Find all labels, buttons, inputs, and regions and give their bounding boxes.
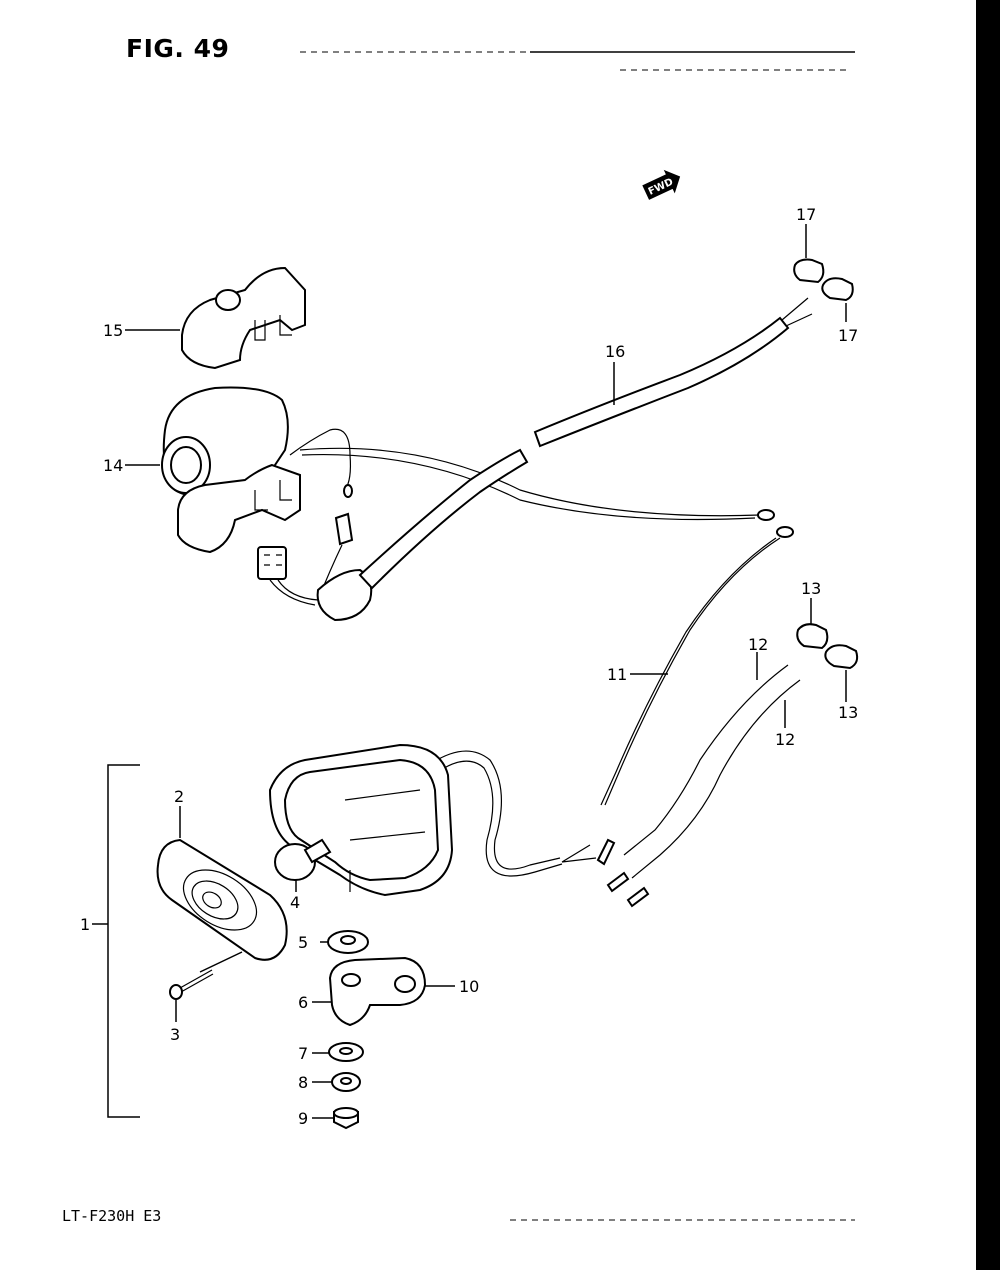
callout-8: 8: [298, 1073, 308, 1092]
switch-assembly-part: [161, 386, 775, 622]
callout-14: 14: [103, 456, 123, 475]
callout-3: 3: [170, 1025, 180, 1044]
callout-16: 16: [605, 342, 625, 361]
coupler-lower-parts: [796, 623, 859, 670]
figure-title: FIG. 49: [126, 34, 230, 63]
hardware-parts: [327, 930, 427, 1130]
ground-wire-part: [596, 526, 794, 866]
callout-17b: 17: [838, 326, 858, 345]
leader-lines: [125, 224, 847, 1119]
callout-13b: 13: [838, 703, 858, 722]
callout-15: 15: [103, 321, 123, 340]
callout-4: 4: [290, 893, 300, 912]
callout-12a: 12: [748, 635, 768, 654]
callout-11: 11: [607, 665, 627, 684]
callout-17a: 17: [796, 205, 816, 224]
screw-part: [169, 969, 214, 1000]
callout-9: 9: [298, 1109, 308, 1128]
callout-labels: 1 2 3 4 5 6 7 8 9 10 11 12 12 13 13 14 1…: [80, 205, 858, 1128]
header-rules: [300, 51, 855, 71]
callout-2: 2: [174, 787, 184, 806]
callout-6: 6: [298, 993, 308, 1012]
fwd-arrow-icon: FWD: [642, 169, 681, 200]
lens-part: [156, 838, 288, 961]
callout-10: 10: [459, 977, 479, 996]
lamp-housing-part: [268, 743, 597, 897]
coupler-top-parts: [793, 258, 854, 302]
callout-5: 5: [298, 933, 308, 952]
callout-7: 7: [298, 1044, 308, 1063]
callout-12b: 12: [775, 730, 795, 749]
assembly-bracket: [92, 764, 140, 1118]
lead-wire-parts: [606, 664, 801, 908]
harness-cable-part: [358, 297, 813, 590]
callout-1: 1: [80, 915, 90, 934]
page-edge-bar: [976, 0, 1000, 1270]
model-code: LT-F230H E3: [62, 1207, 162, 1225]
callout-13a: 13: [801, 579, 821, 598]
switch-clamp-part: [181, 266, 306, 370]
